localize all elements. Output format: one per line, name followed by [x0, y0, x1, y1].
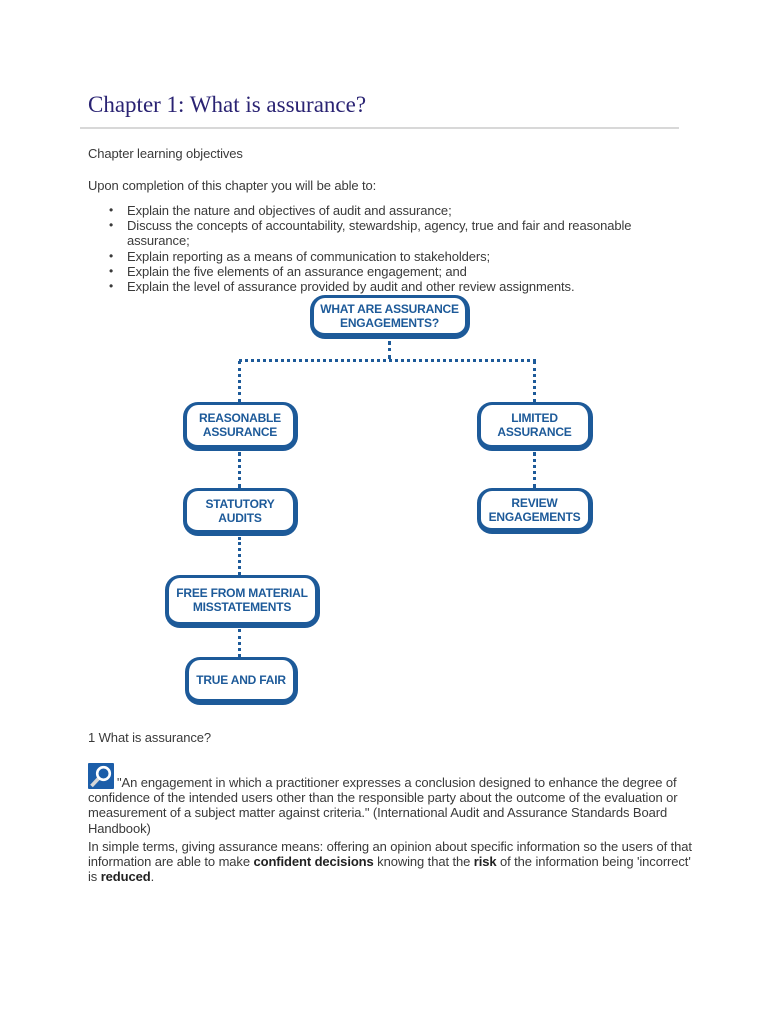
objective-item: • Explain the level of assurance provided…: [109, 279, 689, 294]
dotted-connector: [238, 452, 241, 488]
objective-text: Explain the nature and objectives of aud…: [127, 203, 452, 218]
title-divider: [80, 127, 679, 129]
objective-text: Explain the level of assurance provided …: [127, 279, 575, 295]
flowchart-box-review-engagements: REVIEW ENGAGEMENTS: [477, 488, 593, 534]
text-segment: .: [150, 869, 155, 885]
objectives-heading: Chapter learning objectives: [88, 146, 243, 161]
quote-text: "An engagement in which a practitioner e…: [88, 775, 678, 836]
flowchart-box-reasonable-assurance: REASONABLE ASSURANCE: [183, 402, 298, 451]
objectives-intro: Upon completion of this chapter you will…: [88, 178, 377, 193]
dotted-connector: [533, 452, 536, 488]
bullet-icon: •: [109, 218, 114, 233]
flowchart-box-limited-assurance: LIMITED ASSURANCE: [477, 402, 593, 451]
flowchart-box-statutory-audits: STATUTORY AUDITS: [183, 488, 298, 536]
objective-text: Explain reporting as a means of communic…: [127, 248, 491, 264]
text-segment: of the information being 'incorrect' is: [88, 854, 691, 885]
magnifier-icon: [88, 763, 114, 790]
objective-item: • Explain the nature and objectives of au…: [109, 203, 689, 218]
dotted-connector: [238, 361, 241, 402]
objective-item: • Discuss the concepts of accountability,…: [109, 218, 689, 248]
summary-paragraph: In simple terms, giving assurance means:…: [88, 839, 700, 885]
bullet-icon: •: [109, 279, 114, 294]
objective-text: Explain the five elements of an assuranc…: [127, 263, 467, 279]
text-segment: In simple terms, giving assurance means:…: [88, 839, 692, 870]
dotted-connector: [238, 537, 241, 575]
text-segment-bold: risk: [473, 854, 497, 870]
bullet-icon: •: [109, 248, 114, 263]
objectives-list: • Explain the nature and objectives of au…: [109, 203, 689, 294]
bullet-icon: •: [109, 203, 114, 217]
flowchart-box-free-from-material-misstatements: FREE FROM MATERIAL MISSTATEMENTS: [165, 575, 320, 628]
dotted-connector: [239, 359, 536, 362]
dotted-connector: [238, 629, 241, 657]
flowchart-box-true-and-fair: TRUE AND FAIR: [185, 657, 298, 705]
dotted-connector: [388, 341, 391, 359]
text-segment-bold: confident decisions: [253, 854, 374, 870]
flowchart-box-root: WHAT ARE ASSURANCE ENGAGEMENTS?: [310, 295, 470, 339]
dotted-connector: [533, 361, 536, 402]
section-heading: 1 What is assurance?: [88, 730, 212, 745]
text-segment: knowing that the: [373, 854, 474, 870]
objective-text: Discuss the concepts of accountability, …: [127, 218, 632, 249]
page-title: Chapter 1: What is assurance?: [88, 92, 367, 117]
objective-item: • Explain reporting as a means of communi…: [109, 249, 689, 264]
bullet-icon: •: [109, 263, 114, 278]
objective-item: • Explain the five elements of an assuran…: [109, 264, 689, 279]
quote-block: "An engagement in which a practitioner e…: [88, 763, 689, 836]
text-segment-bold: reduced: [100, 869, 151, 885]
